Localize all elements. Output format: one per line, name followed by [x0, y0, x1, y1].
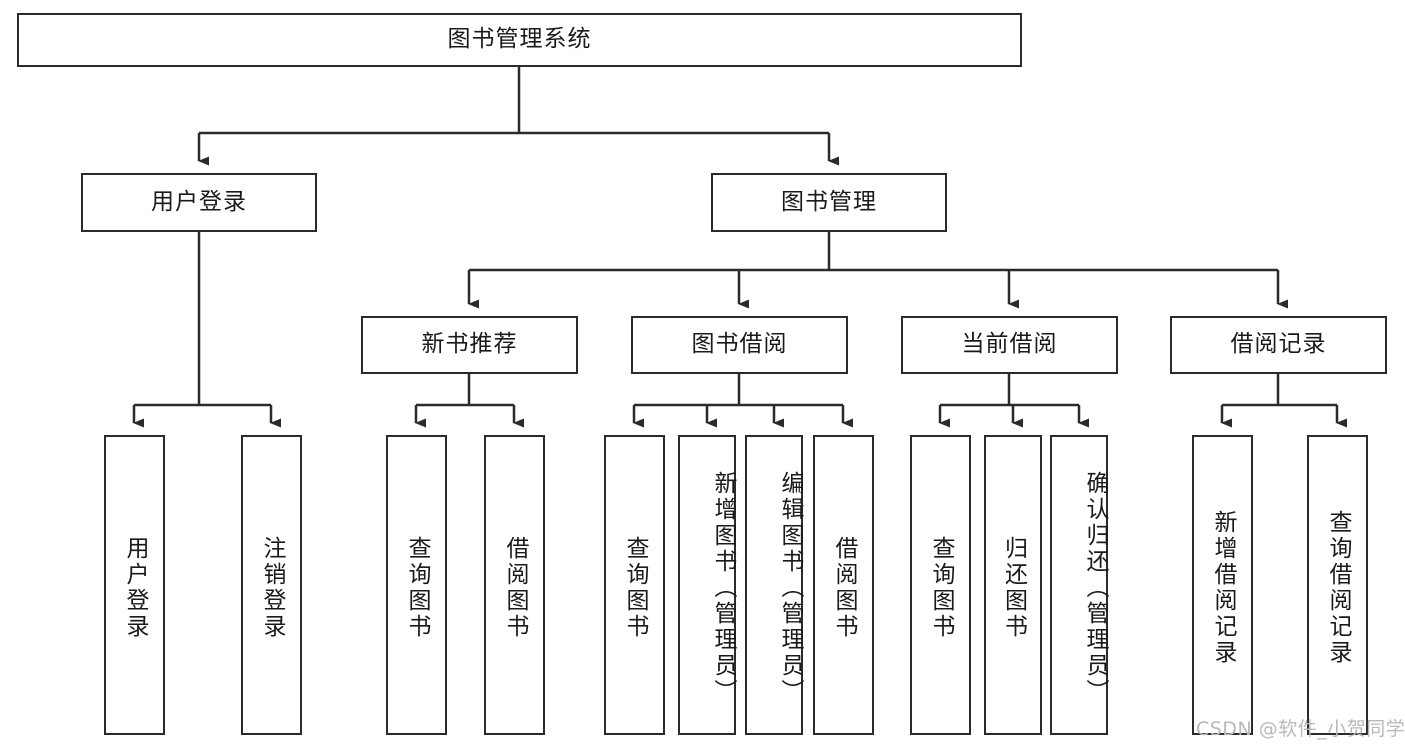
node-leaf-borrow-book-1[interactable]: 借阅图书: [484, 435, 545, 735]
node-current-borrow-label: 当前借阅: [961, 331, 1058, 358]
node-leaf-logout-label: 注销登录: [259, 536, 285, 640]
node-leaf-return-book-label: 归还图书: [1000, 536, 1027, 640]
node-root-label: 图书管理系统: [447, 26, 592, 53]
node-leaf-add-record-label: 新增借阅记录: [1210, 510, 1236, 666]
node-leaf-query-book-2-label: 查询图书: [622, 536, 648, 640]
node-user-login-label: 用户登录: [151, 188, 247, 215]
node-leaf-user-login-label: 用户登录: [122, 536, 148, 640]
node-leaf-query-book-3-label: 查询图书: [928, 536, 954, 640]
node-leaf-query-book-1[interactable]: 查询图书: [386, 435, 447, 735]
node-user-login[interactable]: 用户登录: [81, 173, 317, 232]
node-borrow-record[interactable]: 借阅记录: [1170, 316, 1387, 374]
node-leaf-add-record[interactable]: 新增借阅记录: [1192, 435, 1253, 735]
node-leaf-edit-book-label: 编辑图书（管理员）: [777, 471, 803, 705]
node-leaf-confirm-return-label: 确认归还（管理员）: [1082, 471, 1108, 705]
node-leaf-borrow-book-2[interactable]: 借阅图书: [813, 435, 874, 735]
node-leaf-user-login[interactable]: 用户登录: [104, 435, 165, 735]
node-leaf-borrow-book-1-label: 借阅图书: [502, 536, 528, 640]
node-leaf-query-record[interactable]: 查询借阅记录: [1307, 435, 1368, 735]
node-leaf-return-book[interactable]: 归还图书: [984, 435, 1042, 735]
node-book-manage-label: 图书管理: [781, 188, 877, 215]
node-leaf-add-book[interactable]: 新增图书（管理员）: [678, 435, 736, 735]
node-new-book-recommend[interactable]: 新书推荐: [361, 316, 578, 374]
node-book-borrow-label: 图书借阅: [691, 331, 788, 358]
node-leaf-query-record-label: 查询借阅记录: [1325, 510, 1351, 666]
node-leaf-borrow-book-2-label: 借阅图书: [831, 536, 857, 640]
node-borrow-record-label: 借阅记录: [1230, 331, 1327, 358]
node-current-borrow[interactable]: 当前借阅: [901, 316, 1118, 374]
node-leaf-query-book-1-label: 查询图书: [404, 536, 430, 640]
node-leaf-edit-book[interactable]: 编辑图书（管理员）: [745, 435, 803, 735]
node-root[interactable]: 图书管理系统: [17, 13, 1022, 67]
node-leaf-logout[interactable]: 注销登录: [241, 435, 302, 735]
node-leaf-confirm-return[interactable]: 确认归还（管理员）: [1050, 435, 1108, 735]
node-new-book-recommend-label: 新书推荐: [421, 331, 518, 358]
node-book-borrow[interactable]: 图书借阅: [631, 316, 848, 374]
node-leaf-query-book-2[interactable]: 查询图书: [604, 435, 665, 735]
csdn-watermark: CSDN @软件_小贺同学: [1196, 718, 1405, 740]
node-leaf-query-book-3[interactable]: 查询图书: [910, 435, 971, 735]
node-leaf-add-book-label: 新增图书（管理员）: [710, 471, 736, 705]
node-book-manage[interactable]: 图书管理: [711, 173, 947, 232]
